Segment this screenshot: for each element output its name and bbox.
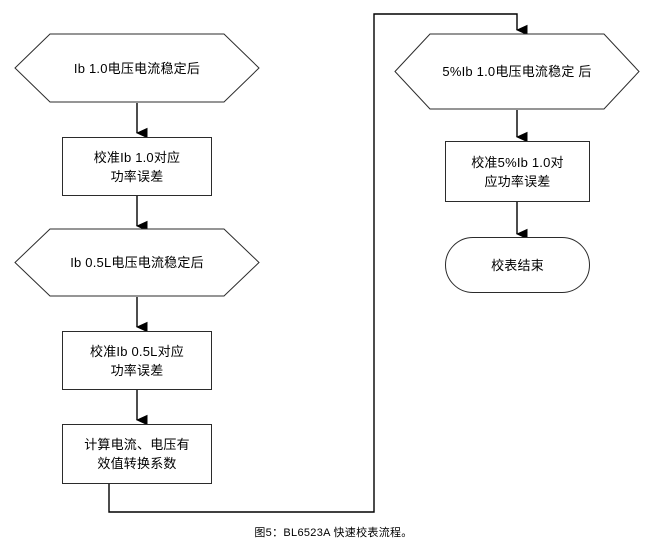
hexagon-shape [394,33,640,110]
node-calib-ib5pct[interactable]: 校准5%Ib 1.0对 应功率误差 [445,141,590,202]
node-end[interactable]: 校表结束 [445,237,590,293]
node-ib10-stable[interactable]: Ib 1.0电压电流稳定后 [14,33,260,103]
node-label: 校准Ib 0.5L对应 功率误差 [90,343,184,378]
edge-calc-to-ib5pct [108,13,528,513]
node-label: Ib 0.5L电压电流稳定后 [70,255,204,270]
node-label: 校表结束 [491,257,544,273]
node-label: Ib 1.0电压电流稳定后 [73,60,201,76]
node-label: 计算电流、电压有 效值转换系数 [84,437,190,471]
hexagon-shape [14,228,260,297]
node-ib5pct-stable[interactable]: 5%Ib 1.0电压电流稳定 后 [394,33,640,110]
node-calib-ib05l[interactable]: 校准Ib 0.5L对应 功率误差 [62,331,212,390]
node-calc-rms[interactable]: 计算电流、电压有 效值转换系数 [62,424,212,484]
hexagon-shape [14,33,260,103]
node-label: 校准Ib 1.0对应 功率误差 [93,149,181,184]
node-label: 校准5%Ib 1.0对 应功率误差 [471,154,564,189]
node-ib05l-stable[interactable]: Ib 0.5L电压电流稳定后 [14,228,260,297]
node-calib-ib10[interactable]: 校准Ib 1.0对应 功率误差 [62,137,212,196]
node-label: 5%Ib 1.0电压电流稳定 后 [442,64,592,79]
figure-caption: 图5：BL6523A 快速校表流程。 [254,527,413,539]
